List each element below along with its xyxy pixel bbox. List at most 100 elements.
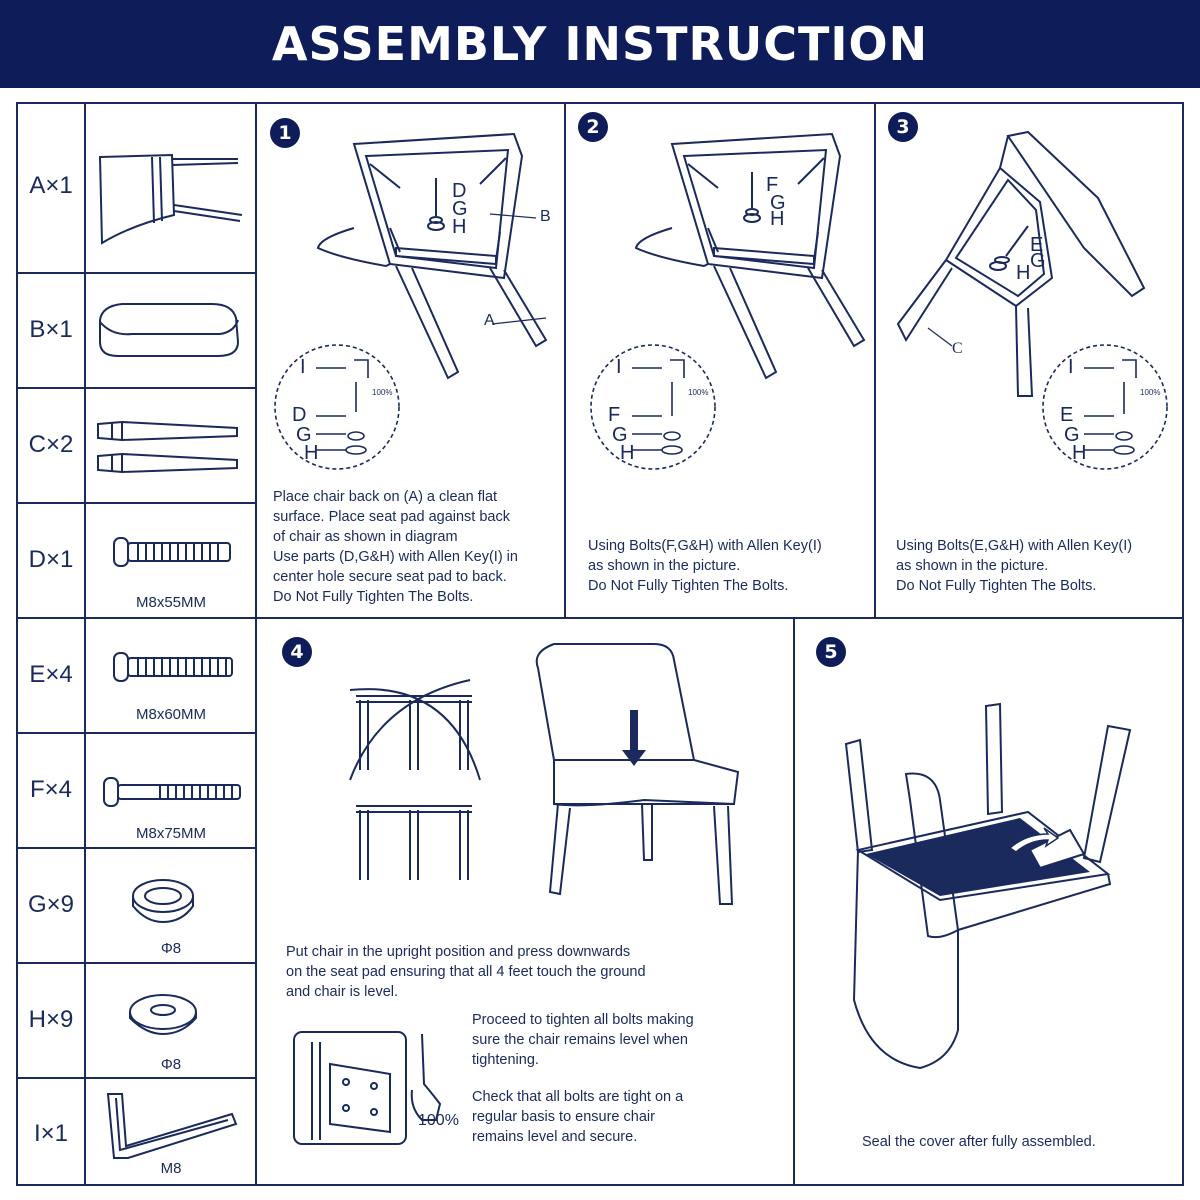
step-3-zoom-i: I bbox=[1068, 356, 1074, 378]
step-1-callout-a: A bbox=[484, 312, 495, 329]
step-3-chair-drawing bbox=[896, 130, 1146, 397]
step-4-line: Put chair in the upright position and pr… bbox=[286, 944, 631, 960]
step-5-instructions: Seal the cover after fully assembled. bbox=[862, 1132, 1096, 1152]
part-caption-i: M8 bbox=[160, 1160, 182, 1177]
step-3-number: 3 bbox=[888, 112, 918, 142]
spring-washer-g-drawing bbox=[132, 879, 194, 924]
part-caption-h: Φ8 bbox=[160, 1056, 182, 1073]
step-1-callout-b: B bbox=[540, 208, 551, 225]
step-4-instructions-a: Put chair in the upright position and pr… bbox=[286, 942, 646, 1002]
grid-line bbox=[16, 732, 256, 734]
step-1-callout-g: G bbox=[452, 198, 468, 220]
step-3-zoom-g: G bbox=[1064, 424, 1080, 446]
step-1-callout-h: H bbox=[452, 216, 467, 238]
seat-pad-drawing bbox=[99, 303, 240, 357]
part-label-h: H×9 bbox=[28, 1006, 74, 1033]
step-4-instructions-c: Check that all bolts are tight on a regu… bbox=[472, 1087, 683, 1147]
step-3-zoom-h: H bbox=[1072, 442, 1087, 464]
grid-line bbox=[16, 502, 256, 504]
step-3-zoom-e: E bbox=[1060, 404, 1074, 426]
grid-line bbox=[16, 617, 256, 619]
step-2-callout-h: H bbox=[770, 208, 785, 230]
step-2-line: Do Not Fully Tighten The Bolts. bbox=[588, 578, 789, 594]
instruction-frame bbox=[16, 102, 1184, 1186]
leg-c-drawing bbox=[97, 420, 238, 474]
part-label-b: B×1 bbox=[29, 316, 73, 343]
allen-key-drawing bbox=[106, 1093, 238, 1159]
part-label-e: E×4 bbox=[29, 661, 73, 688]
step-1-callout-d: D bbox=[452, 180, 467, 202]
part-label-f: F×4 bbox=[29, 776, 73, 803]
step-1-zoom-d: D bbox=[292, 404, 307, 426]
step-1-zoom-circle bbox=[274, 344, 400, 470]
bolt-f-drawing bbox=[103, 777, 241, 807]
step-4-number: 4 bbox=[282, 637, 312, 667]
header-banner: ASSEMBLY INSTRUCTION bbox=[0, 0, 1200, 88]
part-caption-d: M8x55MM bbox=[135, 594, 206, 611]
step-4-percent-label: 100% bbox=[418, 1112, 459, 1129]
flat-washer-h-drawing bbox=[129, 994, 197, 1036]
grid-line bbox=[793, 618, 795, 1186]
step-3-zoom-percent: 100% bbox=[1140, 388, 1161, 397]
step-1-line: center hole secure seat pad to back. bbox=[273, 569, 507, 585]
step-2-zoom-percent: 100% bbox=[688, 388, 709, 397]
grid-line bbox=[16, 387, 256, 389]
step-1-zoom-g: G bbox=[296, 424, 312, 446]
step-1-line: surface. Place seat pad against back bbox=[273, 509, 510, 525]
step-4-instructions-b: Proceed to tighten all bolts making sure… bbox=[472, 1010, 694, 1070]
step-3-zoom-circle bbox=[1042, 344, 1168, 470]
step-2-chair-drawing bbox=[634, 132, 866, 380]
step-1-line: Use parts (D,G&H) with Allen Key(I) in bbox=[273, 549, 518, 565]
grid-line bbox=[874, 102, 876, 618]
step-5-number: 5 bbox=[816, 637, 846, 667]
grid-line bbox=[255, 617, 1184, 619]
step-4-line: on the seat pad ensuring that all 4 feet… bbox=[286, 964, 646, 980]
step-3-line: Do Not Fully Tighten The Bolts. bbox=[896, 578, 1097, 594]
part-label-g: G×9 bbox=[27, 891, 75, 918]
step-3-callout-c: C bbox=[952, 340, 963, 357]
step-4-upright-chair bbox=[535, 643, 740, 905]
step-4-line: and chair is level. bbox=[286, 984, 399, 1000]
step-3-line: Using Bolts(E,G&H) with Allen Key(I) bbox=[896, 538, 1133, 554]
chair-back-drawing bbox=[98, 153, 243, 245]
part-caption-g: Φ8 bbox=[160, 940, 182, 957]
step-1-line: Place chair back on (A) a clean flat bbox=[273, 489, 498, 505]
part-caption-e: M8x60MM bbox=[135, 706, 206, 723]
part-label-d: D×1 bbox=[28, 546, 74, 573]
step-1-zoom-i: I bbox=[300, 356, 306, 378]
grid-line bbox=[16, 1077, 256, 1079]
bolt-d-drawing bbox=[113, 537, 231, 567]
grid-line bbox=[16, 272, 256, 274]
step-1-chair-drawing bbox=[316, 132, 548, 380]
step-2-zoom-f: F bbox=[608, 404, 621, 426]
step-5-inverted-chair bbox=[844, 702, 1132, 1070]
step-4-line: sure the chair remains level when bbox=[472, 1032, 688, 1048]
step-2-number: 2 bbox=[578, 112, 608, 142]
step-2-callout-f: F bbox=[766, 174, 779, 196]
step-4-level-diagram bbox=[349, 679, 481, 880]
step-2-zoom-g: G bbox=[612, 424, 628, 446]
step-1-zoom-h: H bbox=[304, 442, 319, 464]
part-caption-f: M8x75MM bbox=[135, 825, 206, 842]
step-1-zoom-percent: 100% bbox=[372, 388, 393, 397]
step-4-line: regular basis to ensure chair bbox=[472, 1109, 655, 1125]
step-2-instructions: Using Bolts(F,G&H) with Allen Key(I) as … bbox=[588, 536, 822, 596]
step-2-zoom-circle bbox=[590, 344, 716, 470]
step-3-instructions: Using Bolts(E,G&H) with Allen Key(I) as … bbox=[896, 536, 1132, 596]
grid-line bbox=[255, 102, 257, 1186]
grid-line bbox=[16, 962, 256, 964]
step-1-line: of chair as shown in diagram bbox=[273, 529, 458, 545]
step-4-line: Proceed to tighten all bolts making bbox=[472, 1012, 694, 1028]
part-label-a: A×1 bbox=[29, 172, 73, 199]
step-2-line: as shown in the picture. bbox=[588, 558, 741, 574]
step-4-line: Check that all bolts are tight on a bbox=[472, 1089, 684, 1105]
part-label-c: C×2 bbox=[28, 431, 74, 458]
step-4-line: tightening. bbox=[472, 1052, 539, 1068]
step-3-callout-h: H bbox=[1016, 262, 1031, 284]
step-2-callout-g: G bbox=[770, 192, 786, 214]
step-1-line: Do Not Fully Tighten The Bolts. bbox=[273, 589, 474, 605]
step-2-line: Using Bolts(F,G&H) with Allen Key(I) bbox=[588, 538, 822, 554]
step-1-number: 1 bbox=[270, 118, 300, 148]
step-2-zoom-h: H bbox=[620, 442, 635, 464]
page-title: ASSEMBLY INSTRUCTION bbox=[271, 17, 929, 71]
